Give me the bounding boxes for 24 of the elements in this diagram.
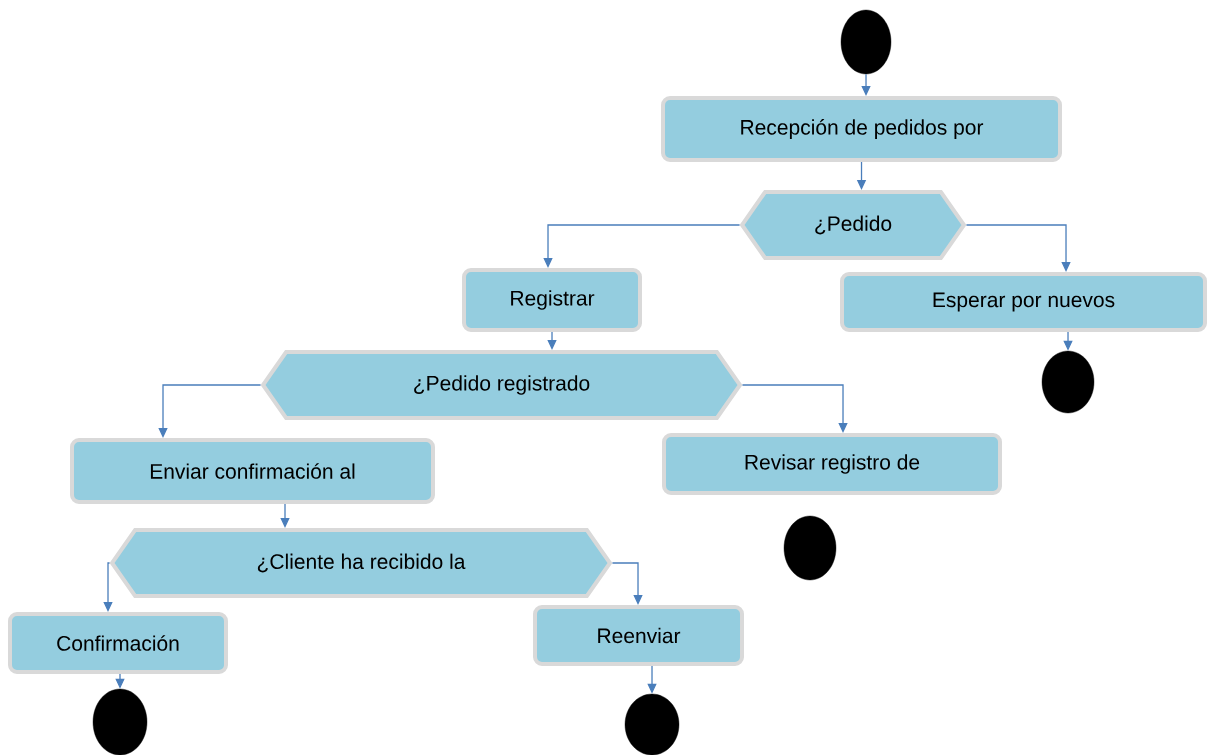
arrow [158, 384, 262, 438]
filled-circle [1041, 350, 1095, 414]
activity-box: Revisar registro de [662, 433, 1002, 495]
filled-circle [624, 693, 680, 755]
filled-circle [92, 688, 148, 755]
arrow [547, 331, 557, 350]
filled-circle [783, 515, 837, 581]
arrow [741, 384, 848, 433]
arrow [280, 503, 290, 528]
activity-box: Enviar confirmación al [70, 438, 435, 504]
filled-circle [840, 9, 892, 75]
decision-hexagon: ¿Pedido registrado [260, 350, 743, 420]
activity-box: Confirmación [8, 612, 228, 674]
decision-hexagon: ¿Pedido [739, 190, 967, 260]
arrow [611, 562, 643, 605]
arrow [965, 224, 1071, 272]
arrow [543, 224, 741, 268]
activity-box: Registrar [462, 268, 642, 332]
activity-box: Esperar por nuevos [840, 272, 1207, 332]
arrow [103, 562, 113, 612]
decision-hexagon: ¿Cliente ha recibido la [109, 528, 613, 598]
activity-box: Recepción de pedidos por [661, 96, 1062, 162]
arrow [861, 73, 871, 96]
activity-box: Reenviar [533, 605, 744, 666]
